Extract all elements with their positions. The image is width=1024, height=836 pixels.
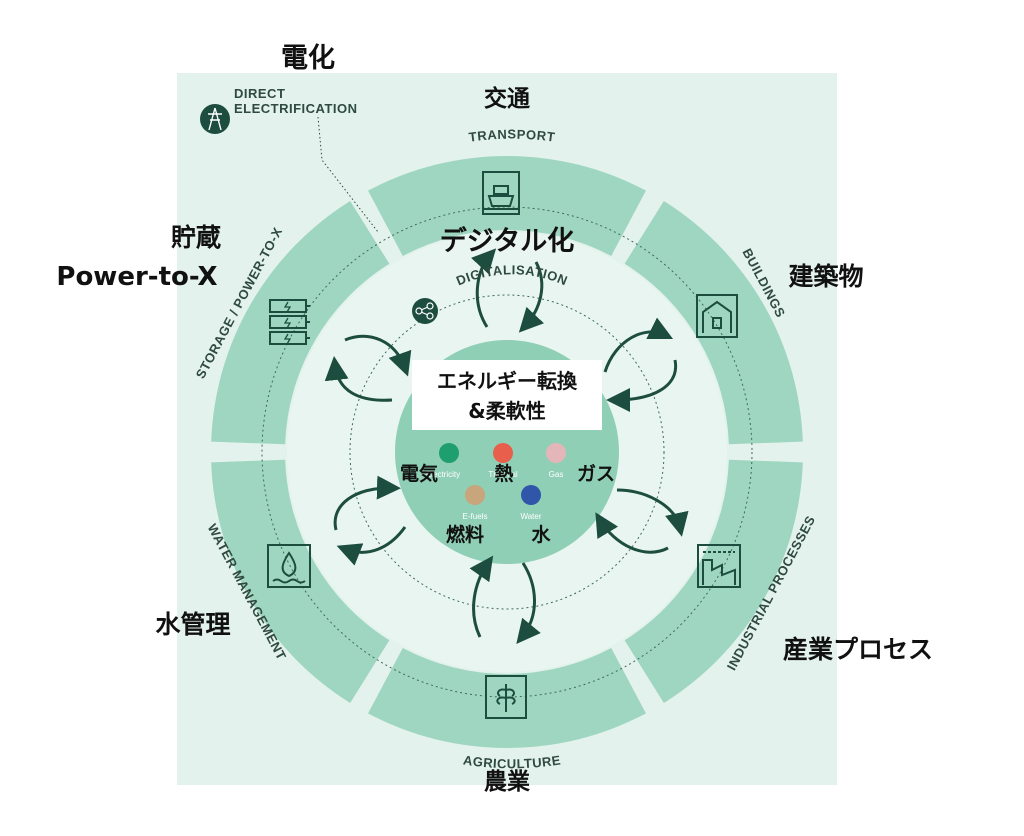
carrier-efuels: E-fuels 燃料: [446, 485, 487, 546]
arrow-right-upper: [606, 359, 678, 412]
efuels-dot: [465, 485, 485, 505]
jp-label-power-to-x: Power-to-X: [56, 262, 217, 292]
gas-dot: [546, 443, 566, 463]
water-drop-icon: [267, 544, 311, 588]
arrow-left-lower: [333, 475, 401, 531]
carrier-electricity: Electricity 電気: [400, 443, 460, 485]
arrow-right-top: [603, 317, 674, 373]
thermal-jp-label: 熱: [494, 462, 513, 485]
arrow-right-bottom: [595, 512, 669, 554]
segment-industrial: [624, 459, 803, 704]
power-tower-icon: [200, 104, 230, 134]
direct-line2-label: ELECTRIFICATION: [234, 101, 358, 116]
carrier-gas: Gas ガス: [546, 443, 615, 485]
segment-water: [211, 459, 390, 704]
center-title-box: [412, 360, 602, 430]
jp-label-electrification: 電化: [281, 43, 335, 74]
electricity-en-label: Electricity: [426, 470, 460, 479]
sector-ring: [211, 156, 803, 748]
ship-icon: [482, 171, 520, 215]
factory-icon: [697, 544, 741, 588]
jp-label-agriculture: 農業: [484, 768, 531, 795]
transport-en-label: TRANSPORT: [468, 127, 556, 145]
flow-arrows: [324, 248, 689, 644]
dotted-ring-inner: [349, 294, 665, 610]
water-dot: [521, 485, 541, 505]
water-en-label: Water: [520, 512, 541, 521]
efuels-jp-label: 燃料: [446, 523, 484, 546]
jp-label-industrial: 産業プロセス: [783, 635, 933, 664]
thermal-en-label: Thermal: [488, 470, 518, 479]
arrow-top-left: [471, 248, 497, 328]
electricity-jp-label: 電気: [400, 462, 438, 485]
center-title-line2: &柔軟性: [468, 399, 545, 423]
building-icon: [696, 294, 738, 338]
electricity-dot: [439, 443, 459, 463]
center-title-line1: エネルギー転換: [437, 369, 578, 393]
direct-line1-label: DIRECT: [234, 86, 285, 101]
arrow-left-upper: [324, 356, 393, 402]
carrier-thermal: Thermal 熱: [488, 443, 518, 485]
arrow-left-top: [344, 334, 412, 377]
arrow-bottom-left: [469, 555, 494, 638]
battery-icon: [269, 299, 310, 345]
gas-jp-label: ガス: [577, 463, 615, 485]
share-icon: [412, 298, 438, 324]
jp-label-water-management: 水管理: [155, 610, 230, 639]
arrow-top-right: [518, 261, 545, 333]
efuels-en-label: E-fuels: [463, 512, 488, 521]
jp-label-buildings: 建築物: [788, 262, 863, 291]
gas-en-label: Gas: [549, 470, 564, 479]
agriculture-en-label: AGRICULTURE: [462, 752, 562, 771]
arrow-right-lower: [616, 488, 689, 537]
jp-label-digitalisation: デジタル化: [440, 225, 574, 257]
arrow-left-bottom: [336, 526, 407, 566]
plant-icon: [485, 675, 527, 719]
jp-label-storage: 貯蔵: [171, 223, 221, 252]
segment-storage: [211, 200, 390, 445]
water-jp-label: 水: [531, 524, 551, 546]
thermal-dot: [493, 443, 513, 463]
dotted-ring-outer: [261, 206, 753, 698]
arrow-bottom-right: [516, 562, 541, 644]
jp-label-transport: 交通: [484, 85, 530, 112]
carrier-water: Water 水: [520, 485, 551, 546]
direct-electrification: DIRECT ELECTRIFICATION: [200, 86, 379, 233]
